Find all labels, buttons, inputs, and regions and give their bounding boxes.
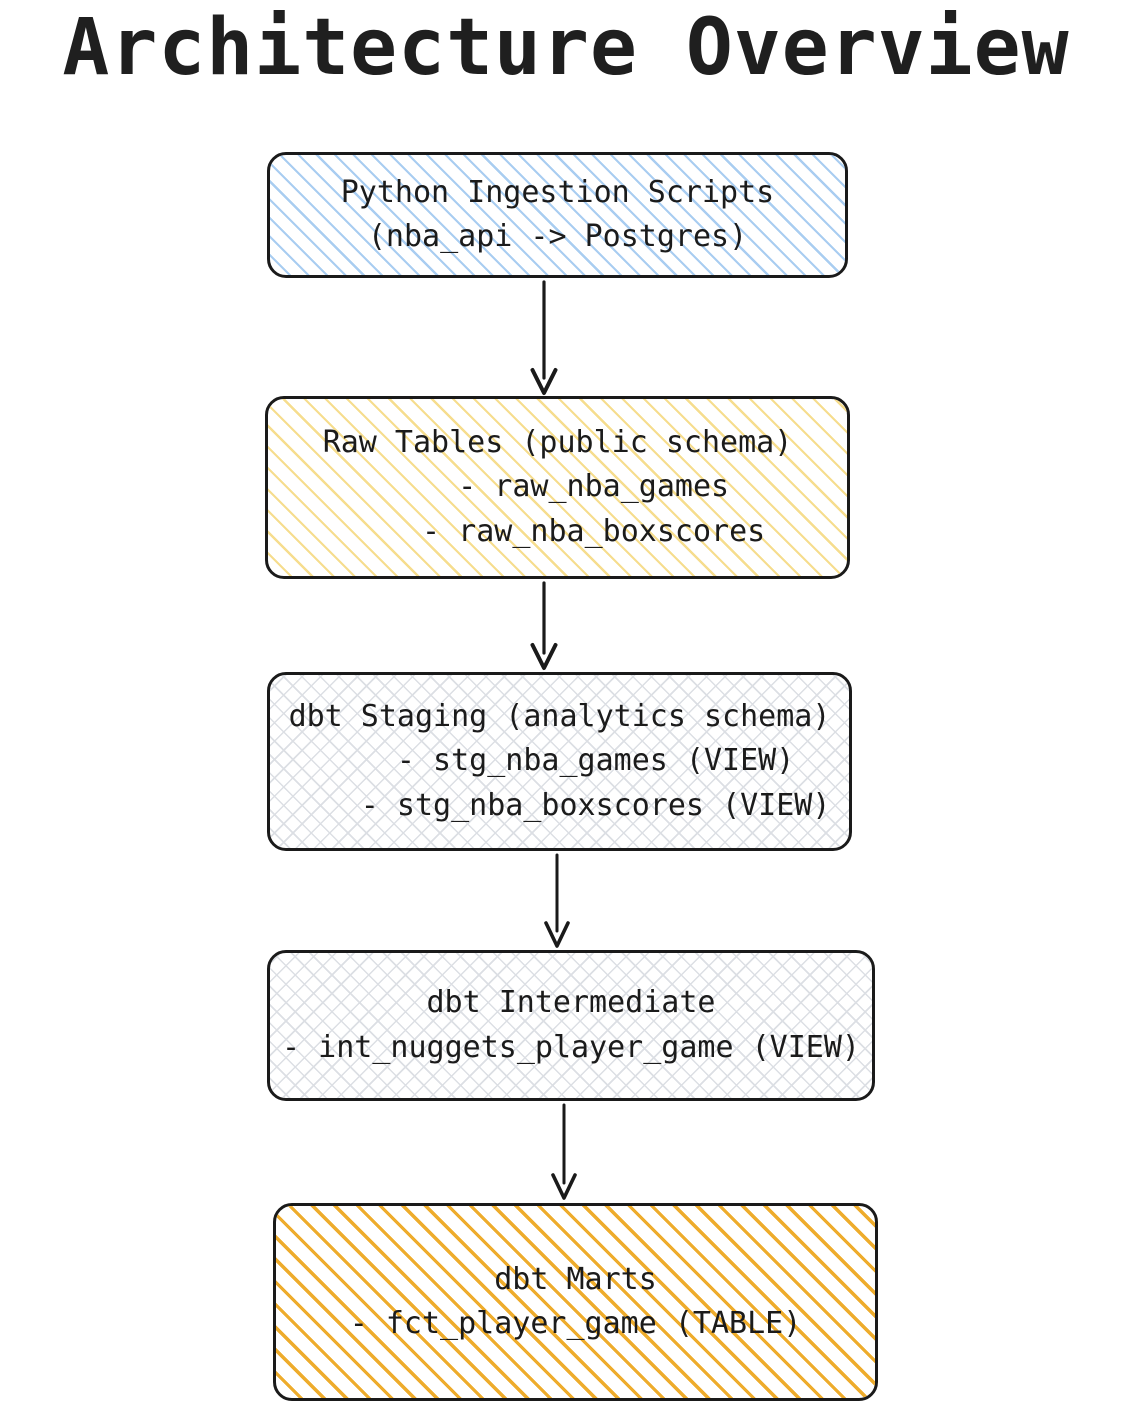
- page-title: Architecture Overview: [62, 3, 1070, 93]
- node-raw-tables[interactable]: Raw Tables (public schema) - raw_nba_gam…: [265, 396, 850, 579]
- arrow-ingestion-to-raw: [524, 280, 564, 395]
- arrow-intermediate-to-marts: [544, 1103, 584, 1200]
- node-label-python-ingestion-scripts: Python Ingestion Scripts (nba_api -> Pos…: [340, 174, 775, 254]
- node-dbt-intermediate[interactable]: dbt Intermediate - int_nuggets_player_ga…: [267, 950, 875, 1101]
- node-label-dbt-marts: dbt Marts - fct_player_game (TABLE): [349, 1261, 802, 1341]
- node-dbt-marts[interactable]: dbt Marts - fct_player_game (TABLE): [273, 1203, 878, 1401]
- node-label-raw-tables: Raw Tables (public schema) - raw_nba_gam…: [322, 424, 793, 549]
- arrow-staging-to-intermediate: [537, 853, 577, 948]
- node-dbt-staging[interactable]: dbt Staging (analytics schema) - stg_nba…: [267, 672, 852, 851]
- node-python-ingestion-scripts[interactable]: Python Ingestion Scripts (nba_api -> Pos…: [267, 152, 848, 278]
- node-label-dbt-intermediate: dbt Intermediate - int_nuggets_player_ga…: [282, 985, 860, 1065]
- node-label-dbt-staging: dbt Staging (analytics schema) - stg_nba…: [288, 698, 831, 823]
- arrow-raw-to-staging: [524, 581, 564, 670]
